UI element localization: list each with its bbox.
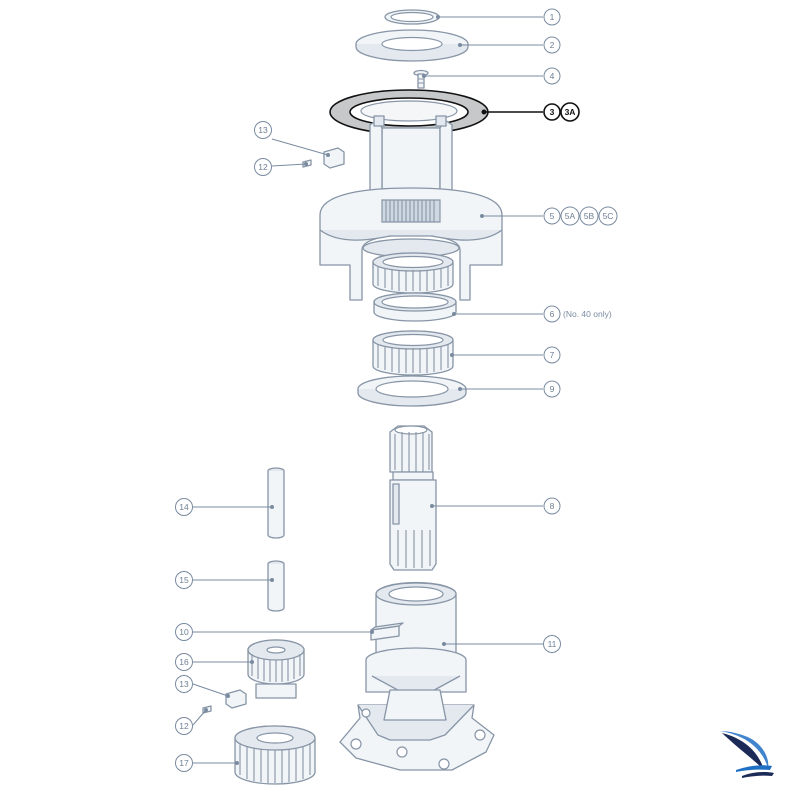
callout-4: 4 xyxy=(543,67,561,85)
callout-6: 6 (No. 40 only) xyxy=(543,305,612,323)
part-15-short-pin xyxy=(267,560,285,612)
part-16-small-gear xyxy=(247,639,305,699)
part-upper-roller-bearing xyxy=(372,252,454,294)
svg-text:3: 3 xyxy=(550,107,555,117)
part-4-screw xyxy=(413,69,429,89)
svg-text:6: 6 xyxy=(550,309,555,319)
part-6-spacer-ring xyxy=(373,292,457,322)
callout-6-note: (No. 40 only) xyxy=(563,309,612,319)
part-5-drum xyxy=(319,115,503,301)
svg-text:16: 16 xyxy=(179,657,189,667)
svg-text:5B: 5B xyxy=(584,211,595,221)
svg-text:12: 12 xyxy=(179,721,189,731)
part-9-washer xyxy=(357,375,467,407)
callout-12-lower: 12 xyxy=(175,717,193,735)
part-7-roller-bearing xyxy=(372,330,454,376)
part-14-long-pin xyxy=(267,467,285,539)
part-11-base-spindle xyxy=(339,581,495,771)
part-8-main-shaft xyxy=(389,425,437,571)
svg-text:14: 14 xyxy=(179,502,189,512)
callout-16: 16 xyxy=(175,653,193,671)
callout-5-5a-5b-5c: 5 5A 5B 5C xyxy=(543,206,618,226)
svg-text:5A: 5A xyxy=(565,211,576,221)
svg-text:13: 13 xyxy=(179,679,189,689)
part-17-large-gear xyxy=(234,725,316,785)
callout-13-upper: 13 xyxy=(254,121,272,139)
callout-2: 2 xyxy=(543,36,561,54)
svg-text:12: 12 xyxy=(258,162,268,172)
callout-9: 9 xyxy=(543,380,561,398)
svg-text:9: 9 xyxy=(550,384,555,394)
callout-8: 8 xyxy=(543,497,561,515)
svg-text:17: 17 xyxy=(179,758,189,768)
callout-15: 15 xyxy=(175,571,193,589)
svg-text:5C: 5C xyxy=(603,211,614,221)
callout-13-lower: 13 xyxy=(175,675,193,693)
svg-text:3A: 3A xyxy=(565,107,576,117)
svg-text:13: 13 xyxy=(258,125,268,135)
callout-3-3a: 3 3A xyxy=(543,102,580,122)
part-13-pawl-lower xyxy=(225,689,247,709)
part-1-retaining-ring xyxy=(384,9,440,25)
svg-text:7: 7 xyxy=(550,350,555,360)
callout-11: 11 xyxy=(543,635,561,653)
svg-text:10: 10 xyxy=(179,627,189,637)
callout-10: 10 xyxy=(175,623,193,641)
svg-text:8: 8 xyxy=(550,501,555,511)
leader-lines xyxy=(192,15,543,765)
part-2-top-washer xyxy=(355,29,469,62)
part-10-key xyxy=(370,622,404,641)
callout-12-upper: 12 xyxy=(254,158,272,176)
part-13-pawl-upper xyxy=(323,147,345,169)
svg-text:1: 1 xyxy=(550,12,555,22)
svg-text:11: 11 xyxy=(548,639,557,649)
svg-text:4: 4 xyxy=(550,71,555,81)
svg-text:2: 2 xyxy=(550,40,555,50)
callout-7: 7 xyxy=(543,346,561,364)
svg-text:15: 15 xyxy=(179,575,189,585)
callout-17: 17 xyxy=(175,754,193,772)
svg-text:5: 5 xyxy=(550,211,555,221)
callout-1: 1 xyxy=(543,8,561,26)
sail-logo-icon xyxy=(720,731,774,778)
callout-14: 14 xyxy=(175,498,193,516)
